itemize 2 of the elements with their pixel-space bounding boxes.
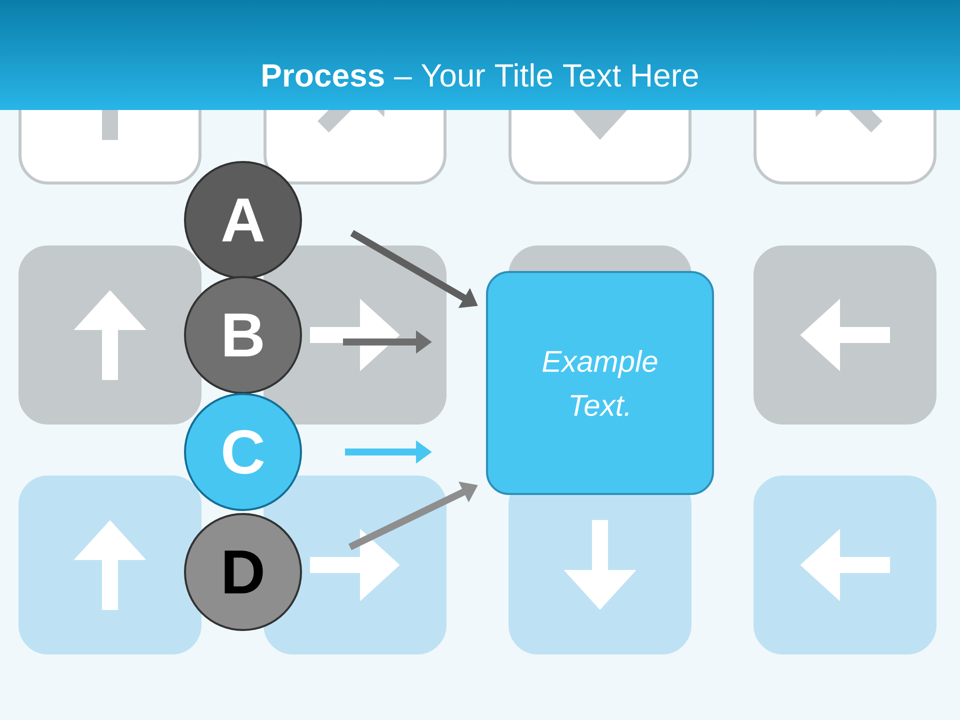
- slide-title: Process – Your Title Text Here: [262, 63, 698, 87]
- text-box: Example Text.: [486, 271, 714, 495]
